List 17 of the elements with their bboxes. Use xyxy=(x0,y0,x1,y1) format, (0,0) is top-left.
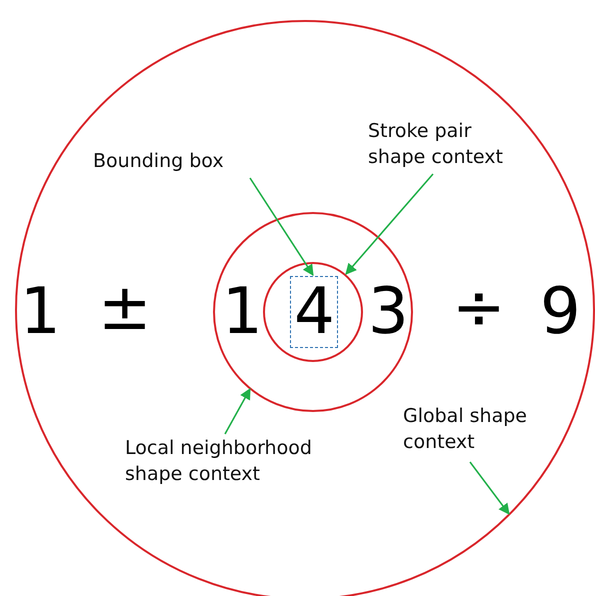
callout-label: Bounding box xyxy=(93,148,293,174)
callout-label: Local neighborhood shape context xyxy=(125,435,355,487)
handwritten-symbol: 4 xyxy=(294,280,335,344)
handwritten-symbol: 3 xyxy=(368,280,409,344)
circle-outline xyxy=(15,20,595,596)
circle-outline xyxy=(263,262,363,362)
handwritten-symbol: ÷ xyxy=(452,276,506,340)
handwritten-symbol: ± xyxy=(98,276,152,340)
leader-arrow xyxy=(249,178,314,276)
callout-label: Stroke pair shape context xyxy=(368,118,518,170)
callout-label: Global shape context xyxy=(403,403,533,455)
leader-arrow xyxy=(224,388,251,434)
handwritten-symbol: 1 xyxy=(20,280,61,344)
leader-arrow xyxy=(469,462,510,515)
leader-arrow xyxy=(345,173,434,275)
handwritten-symbol: 9 xyxy=(540,280,581,344)
handwritten-symbol: 1 xyxy=(222,280,263,344)
